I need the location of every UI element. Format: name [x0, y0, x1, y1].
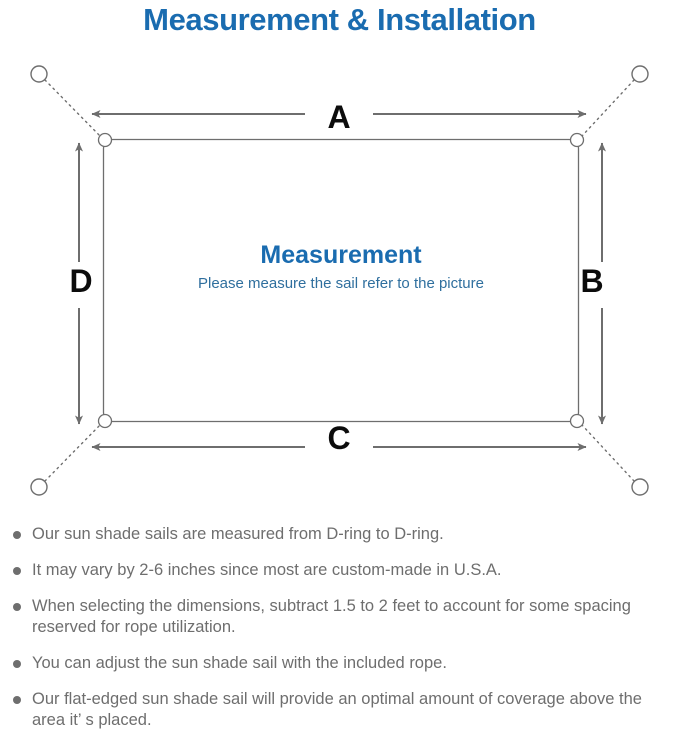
note-item: You can adjust the sun shade sail with t… [0, 653, 679, 674]
sail-center-heading: Measurement [260, 241, 422, 269]
dimension-label-c: C [327, 420, 351, 456]
d-ring-bottom-right [569, 413, 585, 429]
anchor-point-top-right [631, 65, 649, 83]
sail-center-subheading: Please measure the sail refer to the pic… [198, 275, 484, 292]
sail-center-caption: Measurement Please measure the sail refe… [103, 239, 579, 295]
note-text: Our sun shade sails are measured from D-… [32, 525, 444, 543]
page-title: Measurement & Installation [143, 2, 536, 37]
rope-line-bottom-left [44, 424, 101, 482]
note-text: You can adjust the sun shade sail with t… [32, 654, 447, 672]
bullet-icon [13, 603, 21, 611]
d-ring-top-right [569, 132, 585, 148]
dimension-label-d: D [69, 263, 93, 299]
bullet-icon [13, 567, 21, 575]
anchor-point-top-left [30, 65, 48, 83]
note-item: Our sun shade sails are measured from D-… [0, 524, 679, 545]
anchor-point-bottom-right [631, 478, 649, 496]
d-ring-bottom-left [97, 413, 113, 429]
note-item: Our flat-edged sun shade sail will provi… [0, 689, 679, 731]
note-text: It may vary by 2-6 inches since most are… [32, 561, 502, 579]
note-text: Our flat-edged sun shade sail will provi… [32, 690, 642, 729]
measurement-diagram: A B C D Measurement Please measure the s… [0, 44, 679, 519]
bullet-icon [13, 696, 21, 704]
anchor-point-bottom-left [30, 478, 48, 496]
note-item: It may vary by 2-6 inches since most are… [0, 560, 679, 581]
note-text: When selecting the dimensions, subtract … [32, 597, 631, 636]
sail-panel [102, 138, 580, 423]
diagram-vector [30, 65, 649, 496]
dimension-label-b: B [580, 263, 604, 299]
note-item: When selecting the dimensions, subtract … [0, 596, 679, 638]
bullet-icon [13, 660, 21, 668]
rope-line-top-right [581, 79, 635, 137]
dimension-label-a: A [327, 99, 351, 135]
bullet-icon [13, 531, 21, 539]
d-ring-top-left [97, 132, 113, 148]
rope-line-top-left [44, 79, 101, 137]
notes-list: Our sun shade sails are measured from D-… [0, 524, 679, 731]
rope-line-bottom-right [581, 424, 635, 482]
